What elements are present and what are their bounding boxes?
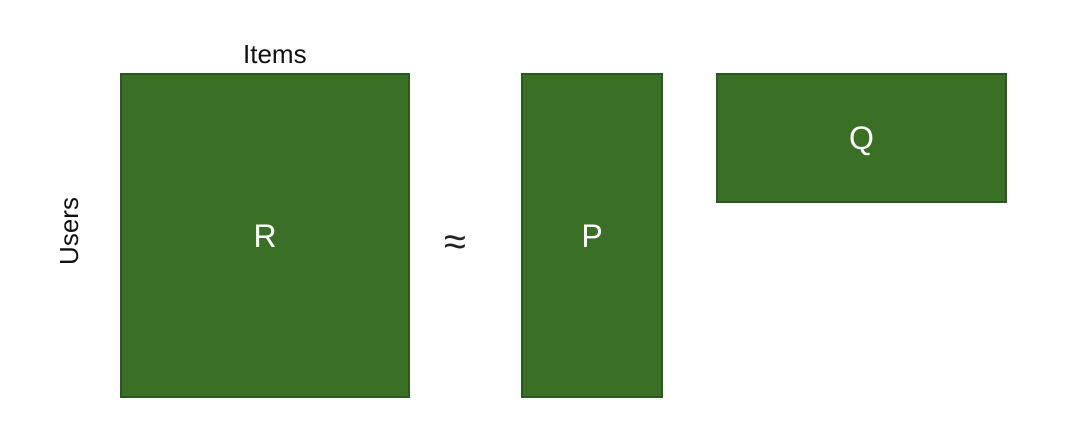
matrix-r-label: R [253, 217, 277, 254]
matrix-r: R [120, 73, 410, 398]
matrix-q: Q [716, 73, 1007, 203]
users-axis-label: Users [53, 197, 84, 265]
matrix-p: P [521, 73, 663, 398]
matrix-q-label: Q [849, 120, 874, 156]
items-axis-label: Items [243, 39, 307, 69]
matrix-p-label: P [581, 217, 603, 254]
approx-symbol: ≈ [444, 220, 466, 264]
